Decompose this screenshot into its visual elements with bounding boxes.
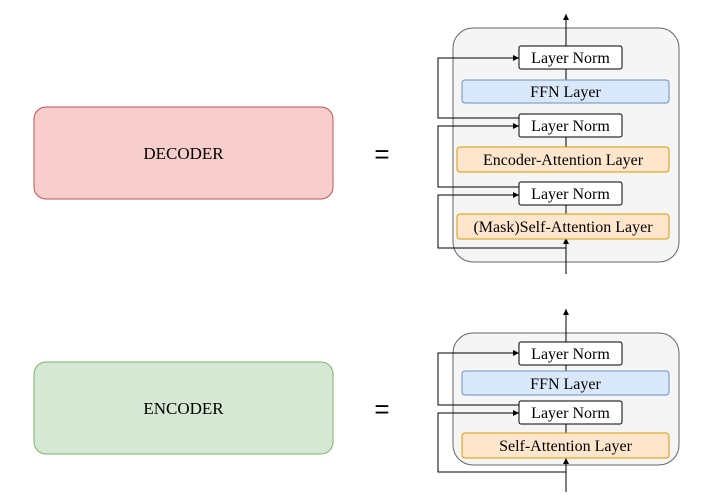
- decoder-connectors: [437, 14, 569, 274]
- decoder-self-attention-box: [456, 213, 670, 240]
- decoder-title: DECODER: [143, 144, 224, 163]
- decoder-norm-top-label: Layer Norm: [531, 50, 610, 67]
- encoder-connectors: [437, 309, 569, 492]
- encoder-self-attention-label: Self-Attention Layer: [499, 438, 633, 455]
- encoder-equals-sign: =: [374, 394, 389, 424]
- decoder-ffn-box: [461, 79, 670, 104]
- encoder-ffn-label: FFN Layer: [530, 376, 601, 393]
- decoder-norm-mid-box: [518, 113, 623, 138]
- decoder-norm-bottom-box: [518, 181, 623, 206]
- encoder-self-attention-box: [461, 432, 670, 459]
- decoder-norm-mid-label: Layer Norm: [531, 118, 610, 135]
- decoder-norm-bottom-label: Layer Norm: [531, 186, 610, 203]
- decoder-equals-sign: =: [374, 139, 389, 169]
- encoder-ffn-box: [461, 370, 670, 396]
- decoder-group: DECODER = Layer Norm FFN Layer Layer Nor…: [33, 14, 680, 274]
- encoder-norm-bottom-label: Layer Norm: [531, 405, 610, 422]
- encoder-norm-bottom-box: [518, 400, 623, 425]
- encoder-norm-top-box: [518, 341, 623, 366]
- encoder-norm-top-label: Layer Norm: [531, 346, 610, 363]
- encoder-group: ENCODER = Layer Norm FFN Layer Layer Nor…: [33, 309, 680, 492]
- encoder-title: ENCODER: [143, 399, 224, 418]
- decoder-cross-attention-box: [456, 146, 670, 173]
- decoder-cross-attention-label: Encoder-Attention Layer: [483, 152, 644, 169]
- decoder-self-attention-label: (Mask)Self-Attention Layer: [473, 219, 653, 236]
- encoder-box: [33, 361, 334, 455]
- decoder-box: [33, 106, 334, 200]
- decoder-norm-top-box: [518, 45, 623, 70]
- decoder-ffn-label: FFN Layer: [530, 84, 601, 101]
